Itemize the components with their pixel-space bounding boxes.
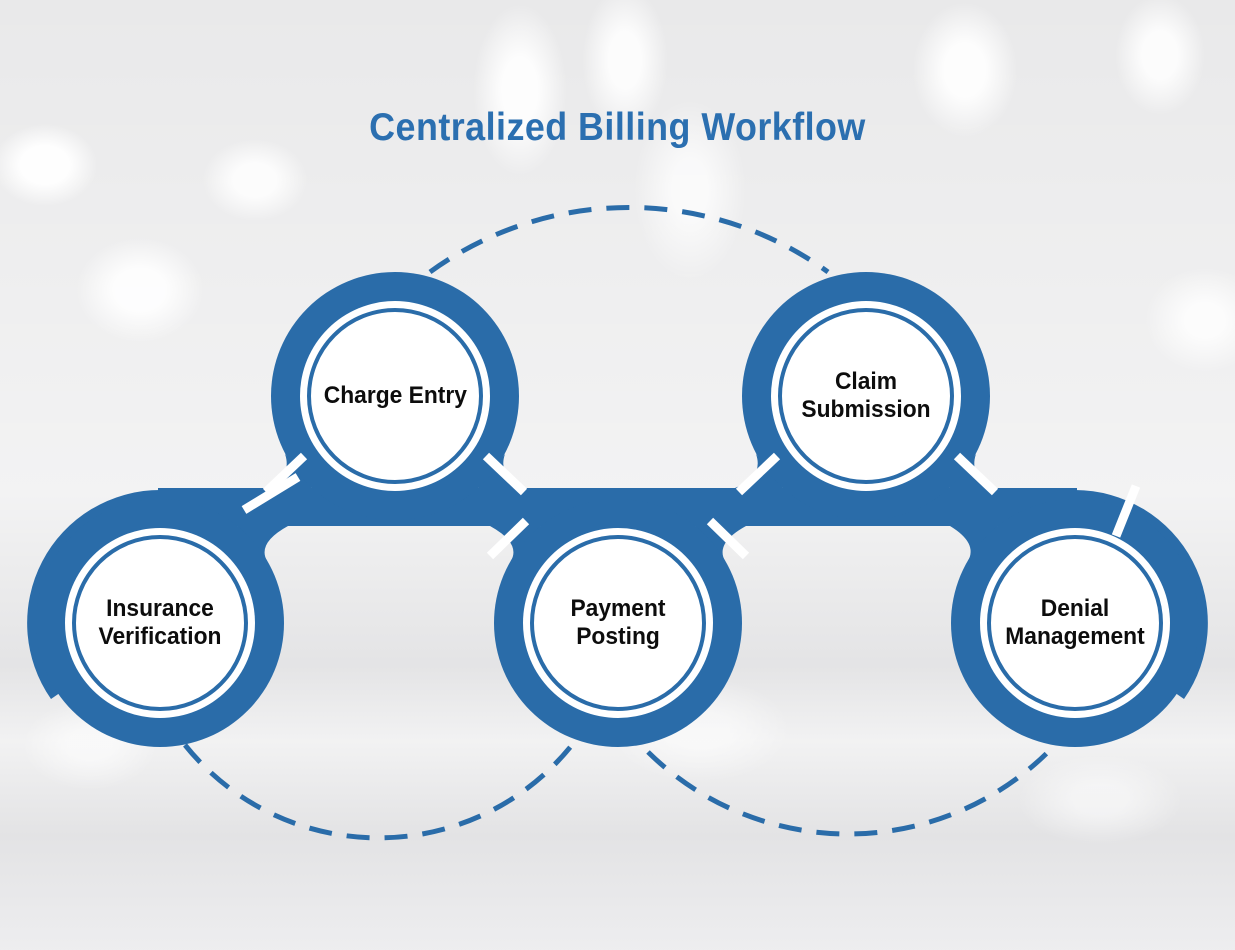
fillet-payment-left bbox=[490, 526, 541, 561]
node-payment-posting: Payment Posting bbox=[493, 498, 743, 748]
dashed-connector-arcs bbox=[183, 204, 1050, 841]
fillet-denial-left bbox=[950, 526, 998, 561]
fillet-insurance-right bbox=[237, 526, 288, 561]
thin-ring-payment bbox=[530, 535, 706, 711]
node-thin-rings bbox=[72, 308, 1163, 711]
gap-denial-upper-right bbox=[1111, 484, 1141, 538]
gap-payment-upper-right bbox=[706, 517, 750, 560]
thin-ring-denial bbox=[987, 535, 1163, 711]
hole-insurance bbox=[65, 528, 255, 718]
gap-charge-lower-right bbox=[482, 452, 528, 496]
hole-claim bbox=[771, 301, 961, 491]
diagram-title: Centralized Billing Workflow bbox=[369, 106, 866, 149]
node-denial-management: Denial Management bbox=[950, 498, 1200, 748]
node-insurance-verification: Insurance Verification bbox=[35, 498, 285, 748]
gap-charge-lower-left bbox=[262, 452, 308, 496]
thin-ring-insurance bbox=[72, 535, 248, 711]
hole-payment bbox=[523, 528, 713, 718]
dashed-arc-bottom-right bbox=[646, 750, 1050, 837]
dashed-arc-top bbox=[428, 204, 830, 275]
node-claim-submission: Claim Submission bbox=[741, 271, 991, 521]
fillet-payment-right bbox=[695, 526, 746, 561]
node-label-claim-submission: Claim Submission bbox=[801, 367, 931, 423]
node-label-insurance-verification: Insurance Verification bbox=[98, 594, 222, 650]
thin-ring-claim bbox=[778, 308, 954, 484]
node-label-denial-management: Denial Management bbox=[1005, 594, 1145, 650]
node-label-charge-entry: Charge Entry bbox=[323, 381, 467, 409]
gap-payment-upper-left bbox=[486, 517, 530, 560]
ribbon-crossing-gaps bbox=[241, 452, 1141, 560]
gap-insurance-upper-right bbox=[241, 473, 301, 514]
thin-ring-charge bbox=[307, 308, 483, 484]
node-label-payment-posting: Payment Posting bbox=[570, 594, 666, 650]
node-charge-entry: Charge Entry bbox=[270, 271, 520, 521]
dashed-arc-bottom-left bbox=[183, 743, 574, 841]
hole-denial bbox=[980, 528, 1170, 718]
node-white-holes bbox=[65, 301, 1170, 718]
gap-claim-lower-left bbox=[735, 452, 781, 496]
hole-charge bbox=[300, 301, 490, 491]
gap-claim-lower-right bbox=[953, 452, 999, 496]
